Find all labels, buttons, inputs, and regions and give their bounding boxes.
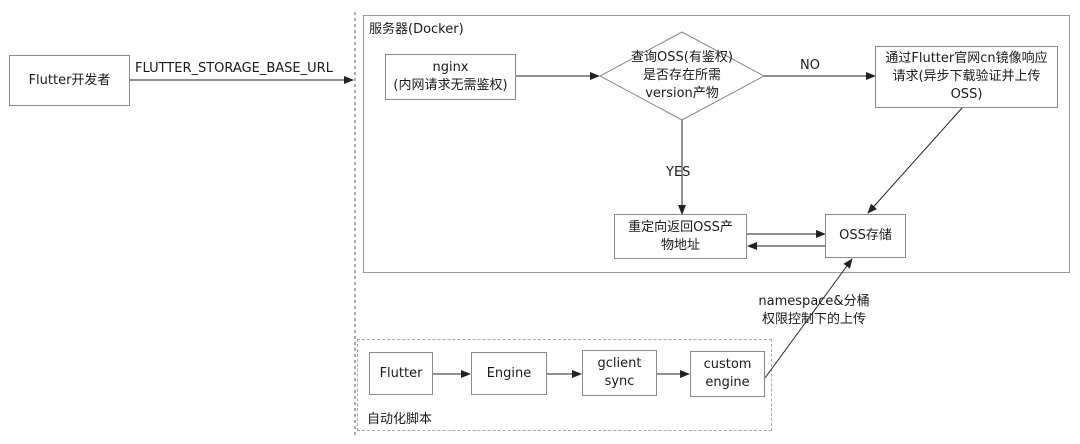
automation-region xyxy=(357,339,772,431)
edge-no-label: NO xyxy=(800,58,820,73)
nginx-node: nginx (内网请求无需鉴权) xyxy=(385,54,516,100)
nginx-label: nginx (内网请求无需鉴权) xyxy=(393,60,508,93)
step-engine-label: Engine xyxy=(486,365,532,381)
step-flutter-label: Flutter xyxy=(379,365,423,381)
oss-label: OSS存储 xyxy=(839,228,892,243)
developer-label: Flutter开发者 xyxy=(28,72,111,88)
decision-label: 查询OSS(有鉴权) 是否存在所需 version产物 xyxy=(631,50,733,101)
step-custom-engine-label: custom engine xyxy=(703,357,752,390)
edge-yes-label: YES xyxy=(666,165,691,180)
automation-title: 自动化脚本 xyxy=(367,412,433,427)
server-title: 服务器(Docker) xyxy=(369,22,464,37)
step-flutter: Flutter xyxy=(369,352,433,395)
server-region xyxy=(363,15,1070,273)
developer-node: Flutter开发者 xyxy=(9,55,130,106)
redirect-node: 重定向返回OSS产 物地址 xyxy=(614,214,747,259)
step-custom-engine: custom engine xyxy=(690,351,765,397)
mirror-label: 通过Flutter官网cn镜像响应 请求(异步下载验证并上传 OSS) xyxy=(885,51,1048,102)
step-engine: Engine xyxy=(471,352,547,395)
arrow-custom-to-oss xyxy=(764,258,853,379)
step-gclient-sync-label: gclient sync xyxy=(597,356,642,389)
mirror-node: 通过Flutter官网cn镜像响应 请求(异步下载验证并上传 OSS) xyxy=(875,46,1058,108)
redirect-label: 重定向返回OSS产 物地址 xyxy=(628,219,733,253)
env-var-label: FLUTTER_STORAGE_BASE_URL xyxy=(135,61,333,76)
oss-node: OSS存储 xyxy=(825,214,906,258)
arrow-mirror-to-oss xyxy=(867,107,963,214)
upload-note: namespace&分桶 权限控制下的上传 xyxy=(758,294,870,327)
step-gclient-sync: gclient sync xyxy=(582,350,657,396)
